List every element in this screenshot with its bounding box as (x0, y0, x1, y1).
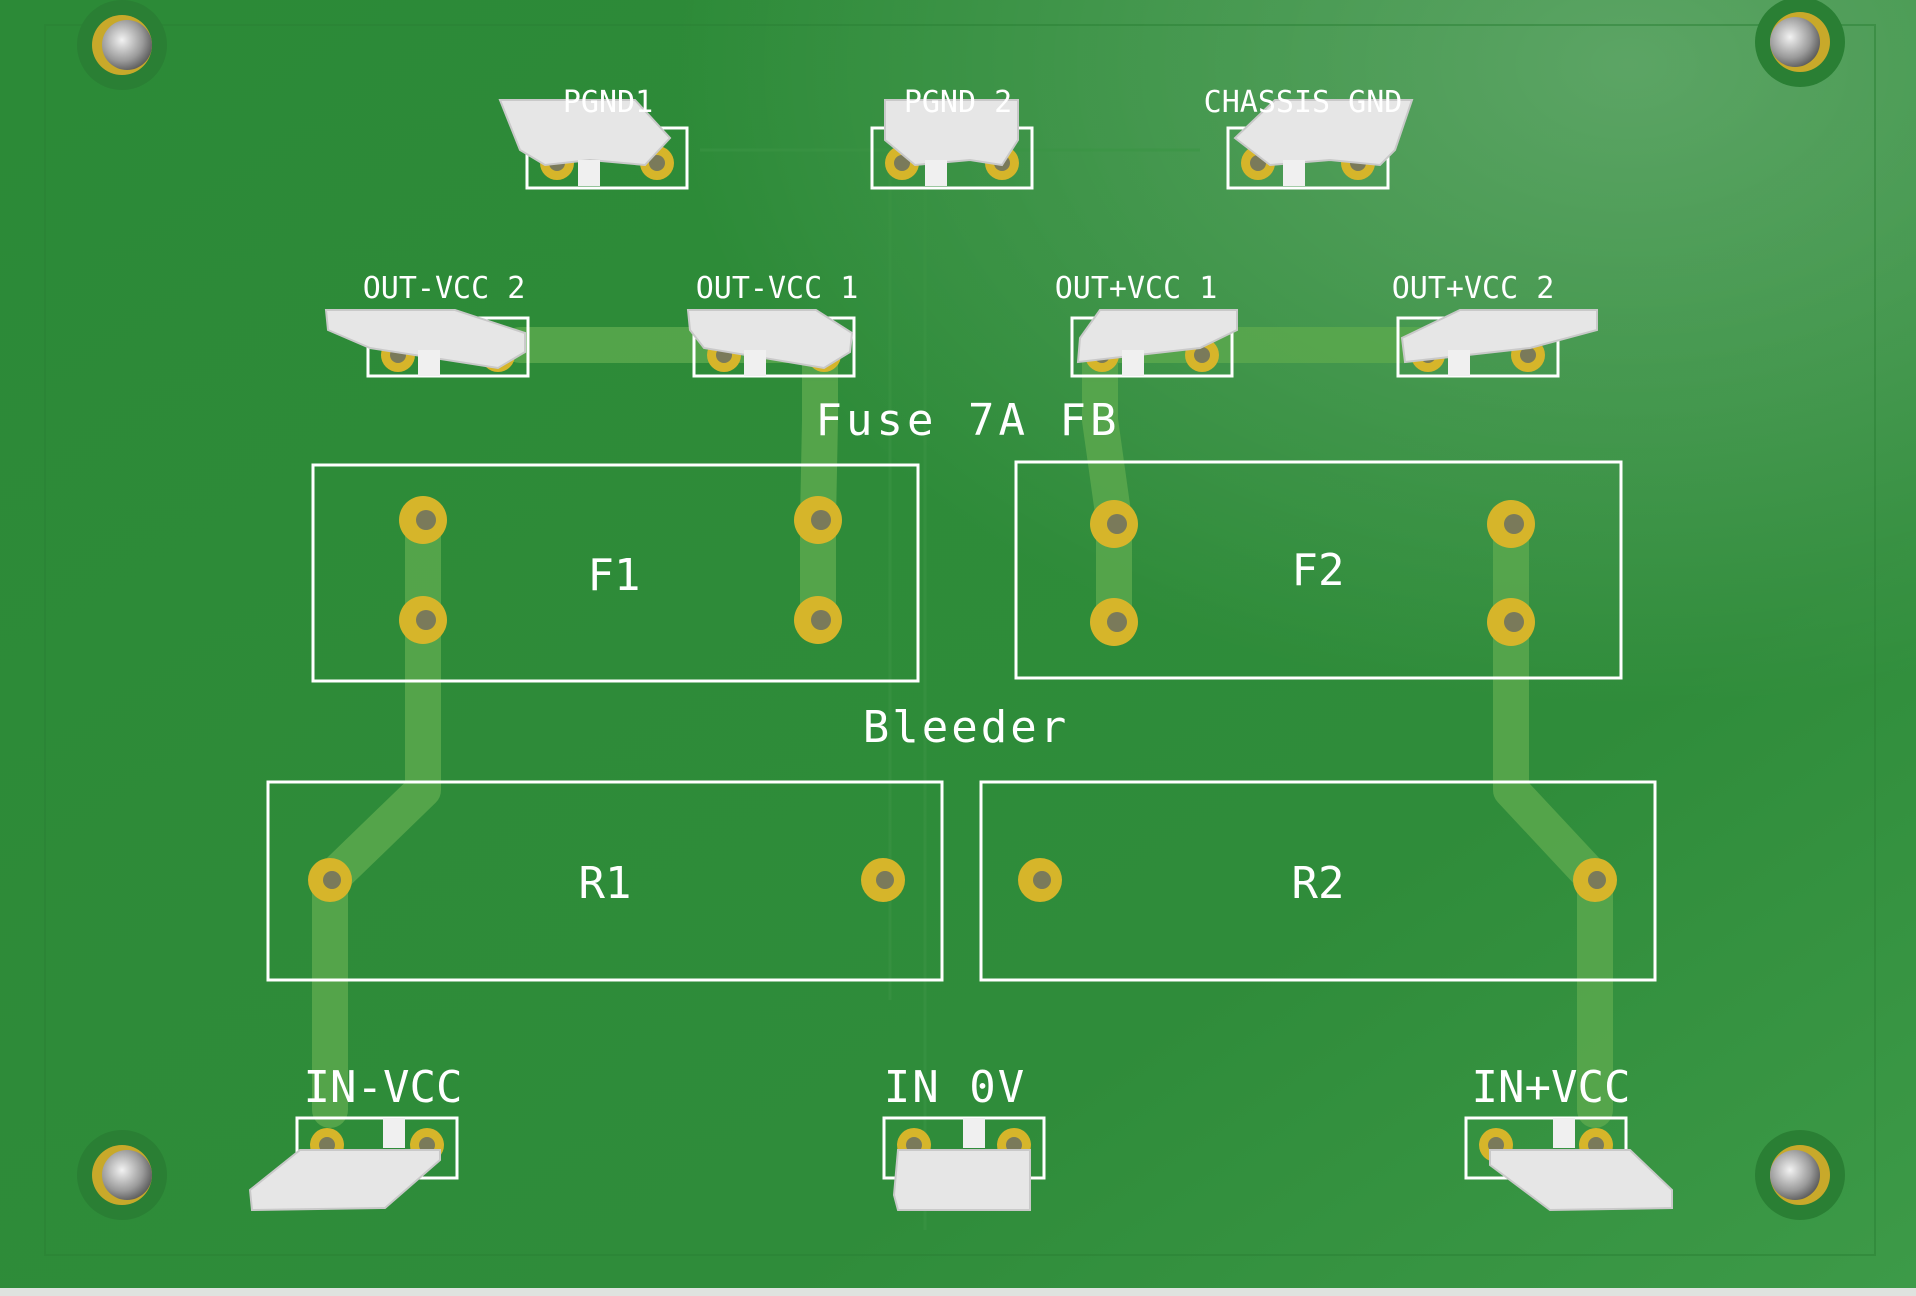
fuse-f1-outline (311, 463, 920, 683)
connector-out-neg-vcc-1 (686, 309, 856, 378)
label-out-pos-vcc-1: OUT+VCC 1 (1055, 271, 1218, 306)
resistor-r2-outline (979, 780, 1657, 982)
fuse-f1-pads (399, 496, 842, 644)
trace-f2-left (1082, 327, 1132, 638)
label-f2: F2 (1292, 545, 1345, 596)
label-in-neg-vcc: IN-VCC (304, 1062, 463, 1113)
connector-out-pos-vcc-1 (1070, 309, 1238, 378)
connector-out-pos-vcc-2 (1396, 309, 1598, 378)
connector-chassis-gnd (1226, 99, 1414, 190)
label-f1: F1 (588, 550, 641, 601)
label-pgnd2: PGND 2 (904, 85, 1012, 120)
connector-in-pos-vcc (1464, 1116, 1673, 1212)
title-bleeder: Bleeder (863, 702, 1069, 753)
mounting-holes (77, 0, 1845, 1220)
fuse-f2-pads (1090, 500, 1535, 646)
mount-hole-top-left (77, 0, 167, 90)
trace-f1-right (800, 327, 838, 638)
trace-f1-left-r1 (312, 502, 441, 1128)
mount-hole-bottom-left (77, 1130, 167, 1220)
label-r1: R1 (579, 858, 632, 909)
connector-in-0v (882, 1116, 1046, 1211)
label-out-neg-vcc-2: OUT-VCC 2 (363, 271, 526, 306)
label-pgnd1: PGND1 (563, 85, 653, 120)
resistor-r1-pads (308, 858, 905, 902)
connector-in-neg-vcc (248, 1116, 459, 1212)
connector-pgnd2 (870, 99, 1034, 190)
board-edge (44, 24, 1876, 1256)
label-in-pos-vcc: IN+VCC (1472, 1062, 1631, 1113)
label-out-pos-vcc-2: OUT+VCC 2 (1392, 271, 1555, 306)
label-in-0v: IN 0V (884, 1062, 1026, 1113)
trace-f2-right-r2 (1493, 502, 1613, 1128)
mount-hole-bottom-right (1755, 1130, 1845, 1220)
label-chassis-gnd: CHASSIS GND (1204, 85, 1403, 120)
viewport-bottom-edge (0, 1288, 1916, 1296)
label-r2: R2 (1292, 858, 1345, 909)
resistor-r1-outline (266, 780, 944, 982)
resistor-r2-pads (1018, 858, 1617, 902)
mount-hole-top-right (1755, 0, 1845, 87)
title-fuse: Fuse 7A FB (816, 395, 1121, 446)
connector-out-neg-vcc-2 (324, 309, 530, 378)
connector-pgnd1 (498, 99, 689, 190)
label-out-neg-vcc-1: OUT-VCC 1 (696, 271, 859, 306)
fuse-f2-outline (1014, 460, 1623, 680)
